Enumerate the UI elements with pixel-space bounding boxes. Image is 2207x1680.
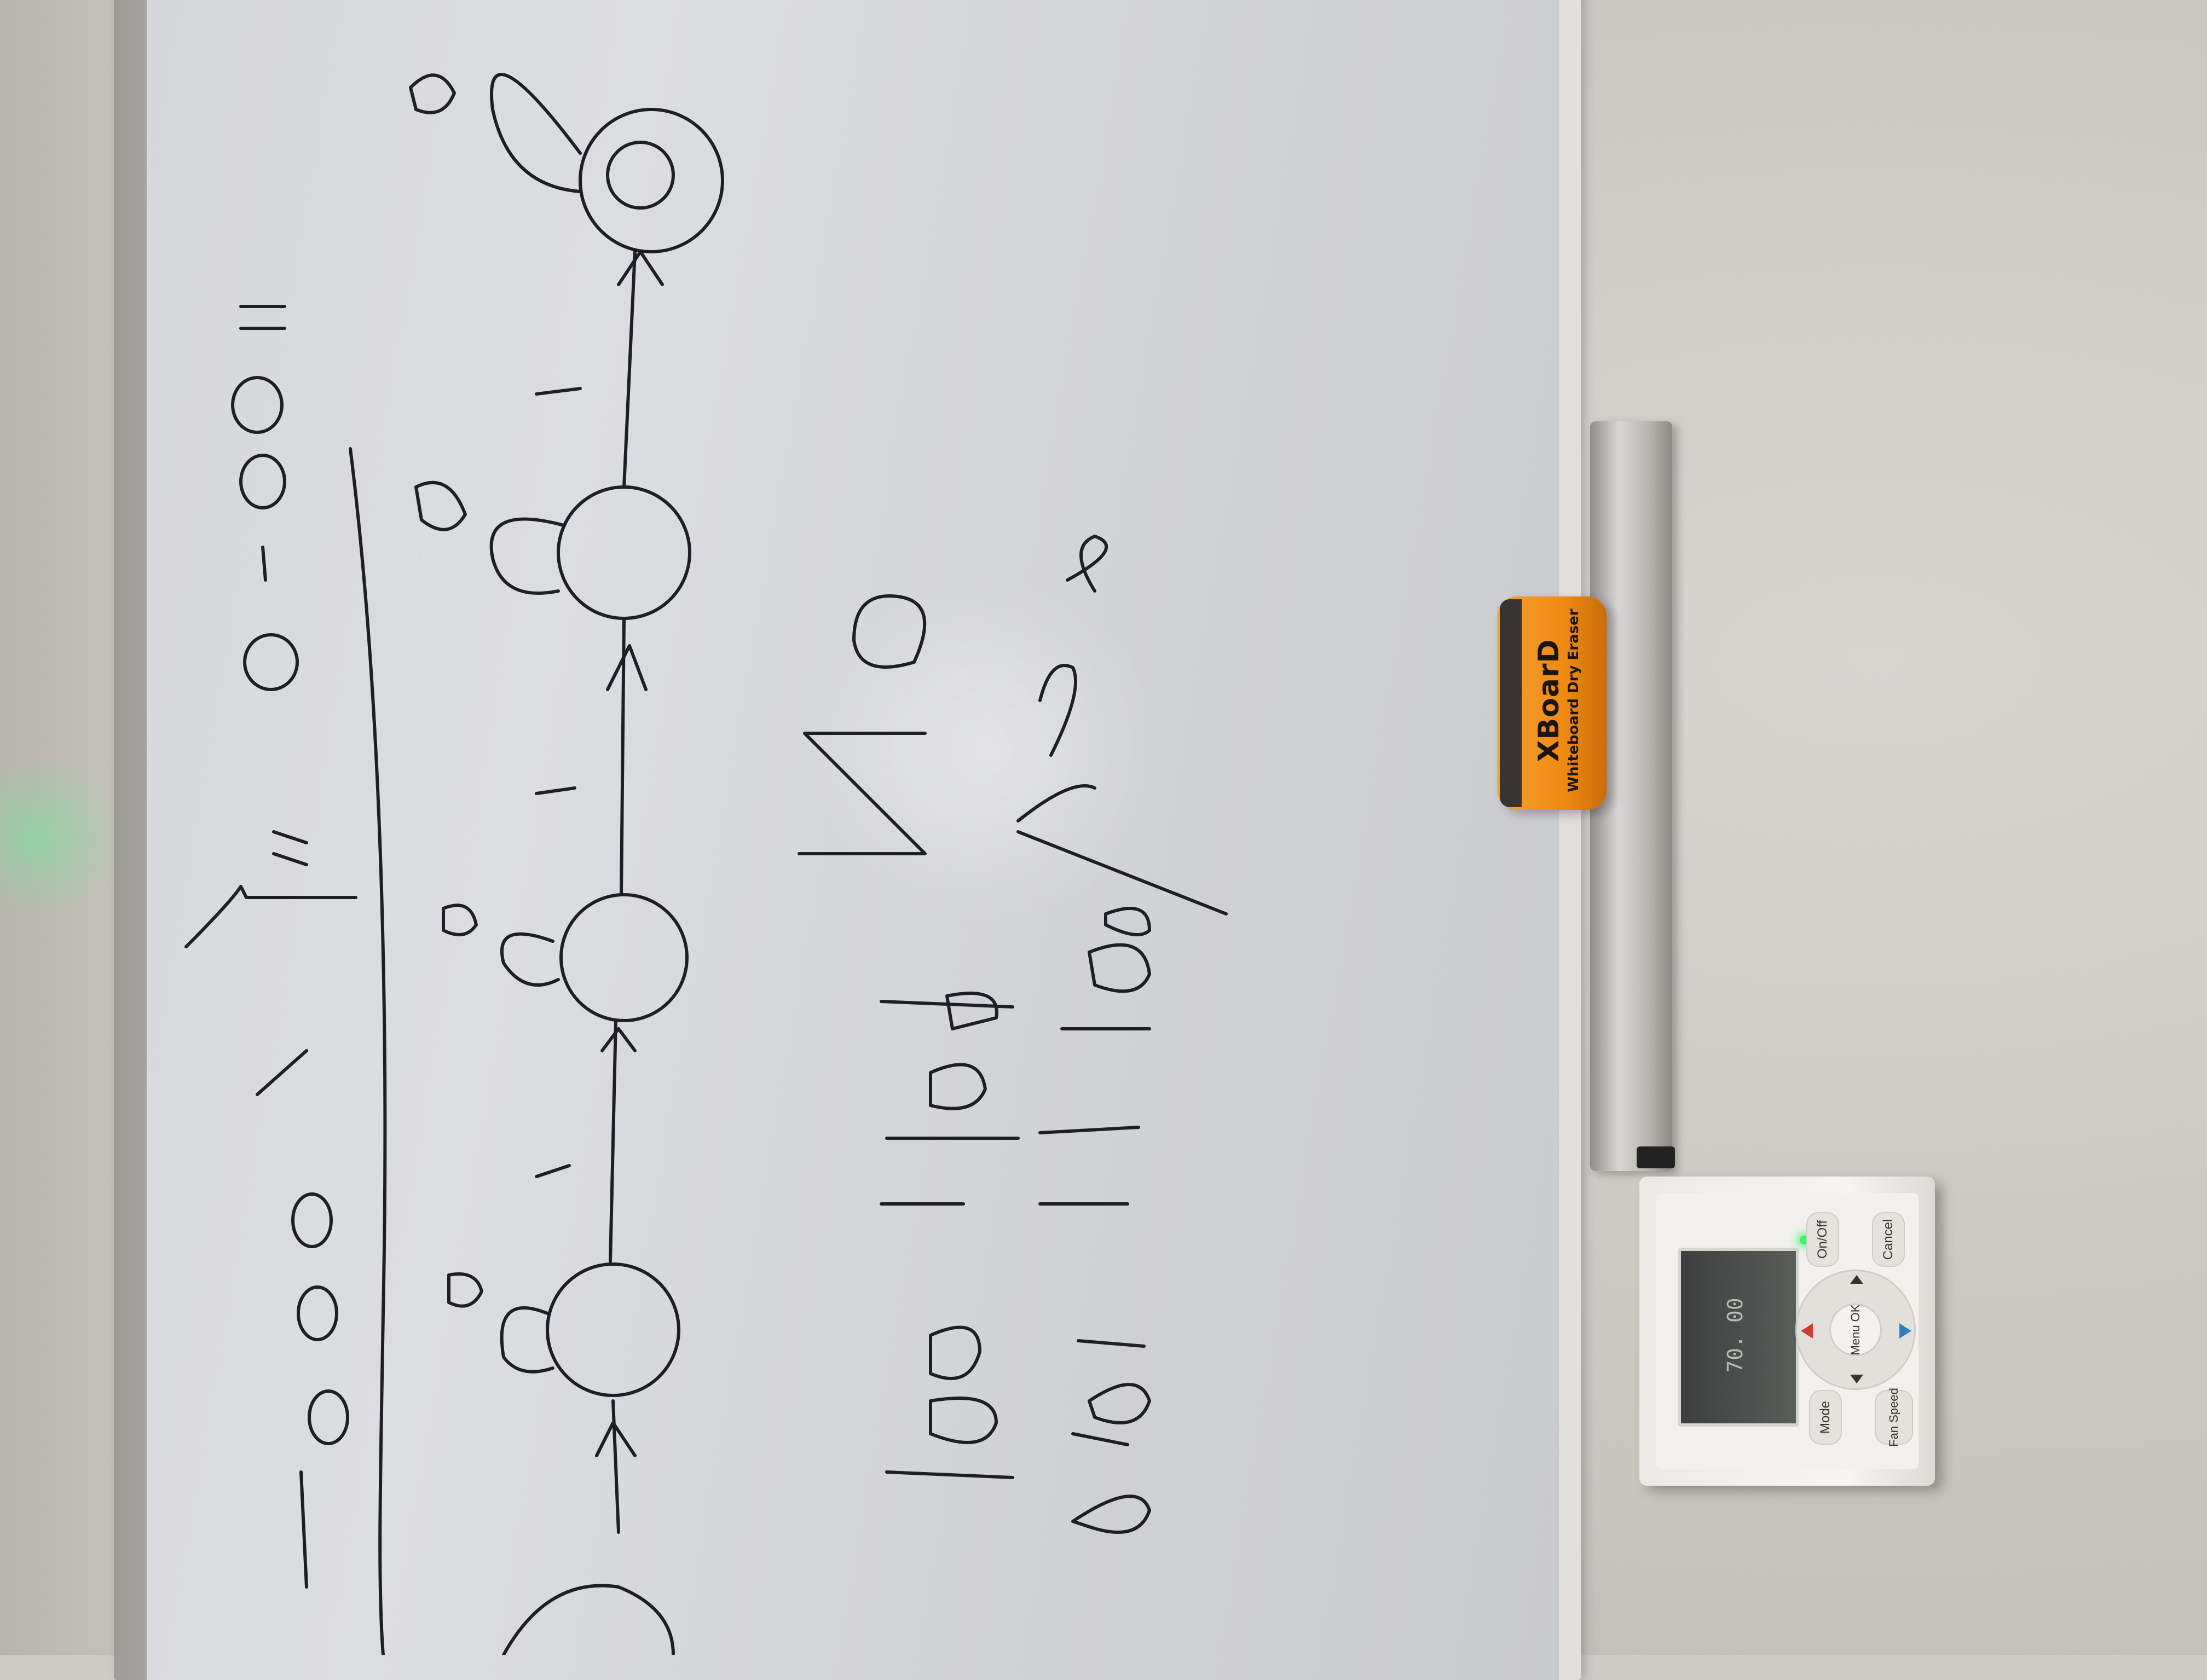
tick-marks [535,387,582,1178]
digit-0-e [239,454,286,509]
row-0100-strokes [1038,907,1151,1534]
double-exclaim [239,305,286,330]
loop-blob-2 [500,932,560,987]
mode-label: Mode [1818,1400,1833,1434]
green-light-glow [0,755,126,919]
arrow-2 [600,1027,637,1052]
loop-blob-1 [500,1306,554,1374]
loop-blob-3 [489,517,565,595]
answer-no-strokes [798,594,927,855]
digit-0-a [308,1389,349,1445]
arrow-3 [606,644,648,691]
eraser-subtitle: Whiteboard Dry Eraser [1565,609,1582,792]
answer-yes-strokes [1016,535,1228,916]
tray-end-cap [1637,1146,1675,1168]
thermostat-display [1678,1248,1799,1427]
digit-1-b [261,546,267,582]
digit-1-stroke [299,1470,308,1589]
state-circle-4 [579,108,724,253]
state-circle-2 [559,893,689,1022]
divider-line [349,447,387,1655]
temp-up-arrow-icon[interactable] [1801,1323,1813,1339]
state-circle-3 [557,485,691,620]
on-off-label: On/Off [1815,1220,1830,1259]
paren-mark [184,885,357,948]
cancel-button[interactable] [1872,1212,1905,1267]
eraser-felt-base [1500,599,1522,807]
menu-ok-button[interactable] [1831,1305,1880,1354]
fan-speed-label: Fan Speed [1887,1388,1900,1447]
state-circle-4-inner [606,141,675,210]
digit-0-d [243,633,299,691]
fan-speed-button[interactable] [1875,1390,1913,1445]
arrow-1 [595,1421,637,1457]
digit-0-f [231,376,284,434]
dot-marks [409,73,483,1308]
digit-0-c [291,1192,333,1248]
nav-down-arrow-icon[interactable] [1850,1375,1863,1383]
light-glare [794,558,1177,941]
temp-down-arrow-icon[interactable] [1899,1323,1911,1339]
eraser-brand: XBoarD [1533,639,1565,762]
digit-0-b [297,1285,338,1341]
chain-line [609,250,637,1534]
nav-up-arrow-icon[interactable] [1850,1275,1863,1284]
arrow-4 [617,250,664,286]
menu-ok-label: Menu OK [1848,1304,1862,1355]
mode-button[interactable] [1809,1390,1842,1445]
slash-mark [256,1049,308,1096]
loop-blob-4 [490,73,582,193]
on-off-button[interactable] [1806,1212,1839,1267]
state-circle-1 [546,1262,680,1397]
dots-mark [272,830,308,866]
eraser-label: XBoarD Whiteboard Dry Eraser [1533,609,1582,792]
partial-circle-bottom [502,1584,675,1655]
row-1000-strokes [880,992,1020,1479]
cancel-label: Cancel [1881,1219,1896,1260]
thermostat-display-reading: 70. 00 [1723,1297,1747,1373]
